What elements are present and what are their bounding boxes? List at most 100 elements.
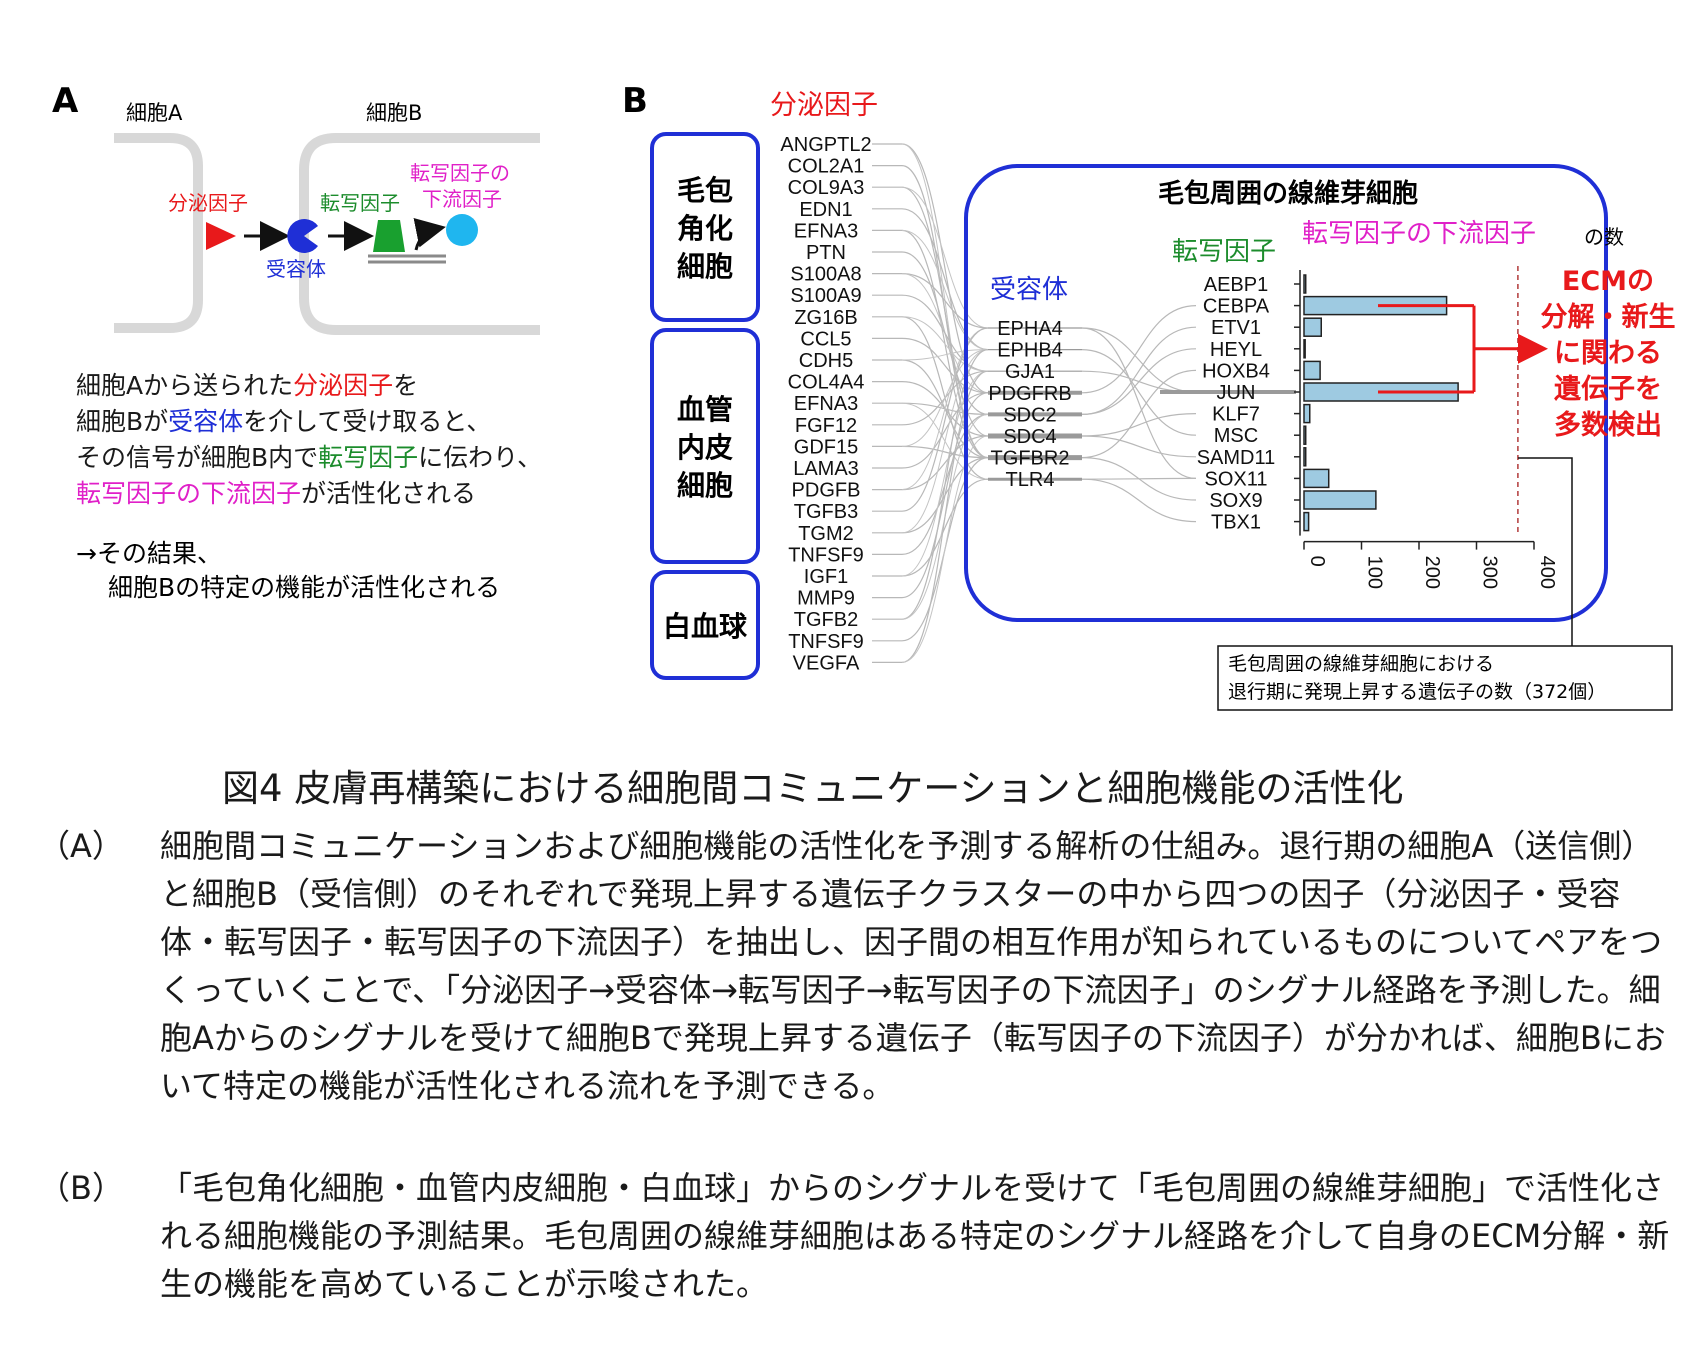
downstream-count-bar <box>1303 490 1377 510</box>
secreted-gene: S100A9 <box>790 285 861 307</box>
panel-a-description: 細胞Aから送られた分泌因子を細胞Bが受容体を介して受け取ると、その信号が細胞B内… <box>76 371 542 508</box>
secreted-gene: COL9A3 <box>788 177 865 199</box>
desc-segment: 転写因子 <box>318 443 418 472</box>
secreted-gene: CDH5 <box>799 350 853 372</box>
downstream-count-bar <box>1303 447 1307 467</box>
secreted-receptor-link <box>901 316 989 372</box>
chart-x-tick-label: 0 <box>1306 556 1328 567</box>
downstream-count-bar <box>1303 274 1307 294</box>
secreted-receptor-link <box>901 337 989 394</box>
result-line-2: 細胞Bの特定の機能が活性化される <box>108 573 500 602</box>
downstream-label-1: 転写因子の <box>410 161 510 185</box>
secreted-factor-triangle-icon <box>206 222 236 250</box>
result-line-1: →その結果、 <box>76 539 222 568</box>
downstream-count-bar <box>1303 360 1321 381</box>
downstream-bar-chart: AEBP1CEBPAETV1HEYLHOXB4JUNKLF7MSCSAMD11S… <box>1197 266 1558 589</box>
ecm-text-line: に関わる <box>1554 338 1662 369</box>
tf-gene-label: SOX11 <box>1205 468 1268 490</box>
receptor-gene: GJA1 <box>1005 361 1055 383</box>
downstream-circle-icon <box>446 214 478 246</box>
receptor-tf-link <box>1081 327 1197 479</box>
tf-gene-label: SOX9 <box>1209 490 1262 512</box>
figure: A 細胞A 細胞B 分泌因子 転写因子 転写因子の 下流因子 受容体 細胞Aから… <box>52 81 1676 711</box>
secreted-receptor-link <box>901 392 989 599</box>
receptor-gene: SDC2 <box>1003 404 1056 426</box>
receptor-gene: PDGFRB <box>988 383 1071 405</box>
secreted-receptor-link <box>901 327 989 491</box>
caption-b-label: （B） <box>38 1169 124 1207</box>
desc-segment: 分泌因子 <box>293 371 393 400</box>
receptor-gene: SDC4 <box>1003 426 1056 448</box>
secreted-gene: COL2A1 <box>788 156 865 178</box>
secreted-gene: GDF15 <box>794 436 858 458</box>
secreted-gene: COL4A4 <box>788 372 865 394</box>
ecm-text-line: 遺伝子を <box>1554 374 1662 405</box>
chart-x-tick-label: 100 <box>1364 556 1386 589</box>
desc-line: 転写因子の下流因子が活性化される <box>76 479 476 508</box>
receptor-tf-link <box>1081 305 1197 394</box>
source-group-box <box>650 328 760 564</box>
panel-b-letter: B <box>622 81 648 121</box>
secreted-receptor-link <box>901 392 989 469</box>
receptor-gene: EPHA4 <box>997 318 1063 340</box>
desc-segment: 細胞Aから送られた <box>76 371 293 400</box>
secreted-receptor-link <box>901 349 989 447</box>
desc-segment: を <box>393 371 418 400</box>
caption-a: （A） 細胞間コミュニケーションおよび細胞機能の活性化を予測する解析の仕組み。退… <box>38 822 1678 1110</box>
secreted-gene: S100A8 <box>790 264 861 286</box>
desc-segment: 細胞Bが <box>76 407 168 436</box>
secreted-gene: PTN <box>806 242 846 264</box>
secreted-label: 分泌因子 <box>168 191 248 215</box>
note-line-2: 退行期に発現上昇する遺伝子の数（372個） <box>1228 681 1606 703</box>
source-group-label: 細胞 <box>677 469 733 502</box>
receptor-tf-link <box>1081 348 1197 415</box>
ecm-text-line: ECMの <box>1562 266 1654 297</box>
source-group-label: 毛包 <box>677 174 733 207</box>
receptor-tf-link <box>1081 413 1197 437</box>
secreted-gene: IGF1 <box>804 566 848 588</box>
receptor-gene: TGFBR2 <box>991 448 1070 470</box>
secreted-gene: VEGFA <box>793 652 860 674</box>
secreted-gene: FGF12 <box>795 415 857 437</box>
tf-gene-label: SAMD11 <box>1197 447 1276 469</box>
tf-header: 転写因子 <box>1172 237 1276 267</box>
source-group-label: 白血球 <box>663 610 748 643</box>
downstream-count-bar <box>1303 425 1307 445</box>
receptor-tf-link <box>1081 326 1197 415</box>
tf-label: 転写因子 <box>320 191 400 215</box>
secreted-receptor-link <box>901 435 989 491</box>
secreted-gene-list: ANGPTL2COL2A1COL9A3EDN1EFNA3PTNS100A8S10… <box>780 134 871 674</box>
note-line-1: 毛包周囲の線維芽細胞における <box>1228 653 1494 675</box>
downstream-count-bar <box>1303 468 1330 489</box>
secreted-gene: TGFB2 <box>794 609 858 631</box>
panel-a-letter: A <box>52 81 79 121</box>
secreted-gene: TNFSF9 <box>788 631 864 653</box>
secreted-receptor-link <box>901 370 989 663</box>
caption-b-text: 「毛包角化細胞・血管内皮細胞・白血球」からのシグナルを受けて「毛包周囲の線維芽細… <box>160 1169 1670 1303</box>
secreted-gene: TGM2 <box>798 523 854 545</box>
caption-a-label: （A） <box>38 827 124 865</box>
secreted-gene: EFNA3 <box>794 393 858 415</box>
tf-gene-label: ETV1 <box>1211 317 1261 339</box>
cell-a-label: 細胞A <box>126 101 183 125</box>
secreted-gene: ANGPTL2 <box>780 134 871 156</box>
secreted-receptor-link <box>901 327 989 512</box>
downstream-count-bar <box>1303 403 1311 424</box>
receptor-label: 受容体 <box>266 257 326 281</box>
receptor-tf-link <box>1081 478 1197 523</box>
tf-gene-label: HEYL <box>1210 339 1262 361</box>
secreted-receptor-link <box>901 349 989 361</box>
cell-b-label: 細胞B <box>366 101 422 125</box>
downstream-label-2: 下流因子 <box>422 187 502 211</box>
secreted-gene: TGFB3 <box>794 501 858 523</box>
tf-gene-label: HOXB4 <box>1202 360 1270 382</box>
tf-gene-label: CEBPA <box>1203 296 1270 318</box>
chart-x-tick-label: 300 <box>1479 556 1501 589</box>
downstream-header: 転写因子の下流因子 <box>1302 219 1536 249</box>
chart-x-tick-label: 400 <box>1536 556 1558 589</box>
panel-a: A 細胞A 細胞B 分泌因子 転写因子 転写因子の 下流因子 受容体 細胞Aから… <box>52 81 542 602</box>
